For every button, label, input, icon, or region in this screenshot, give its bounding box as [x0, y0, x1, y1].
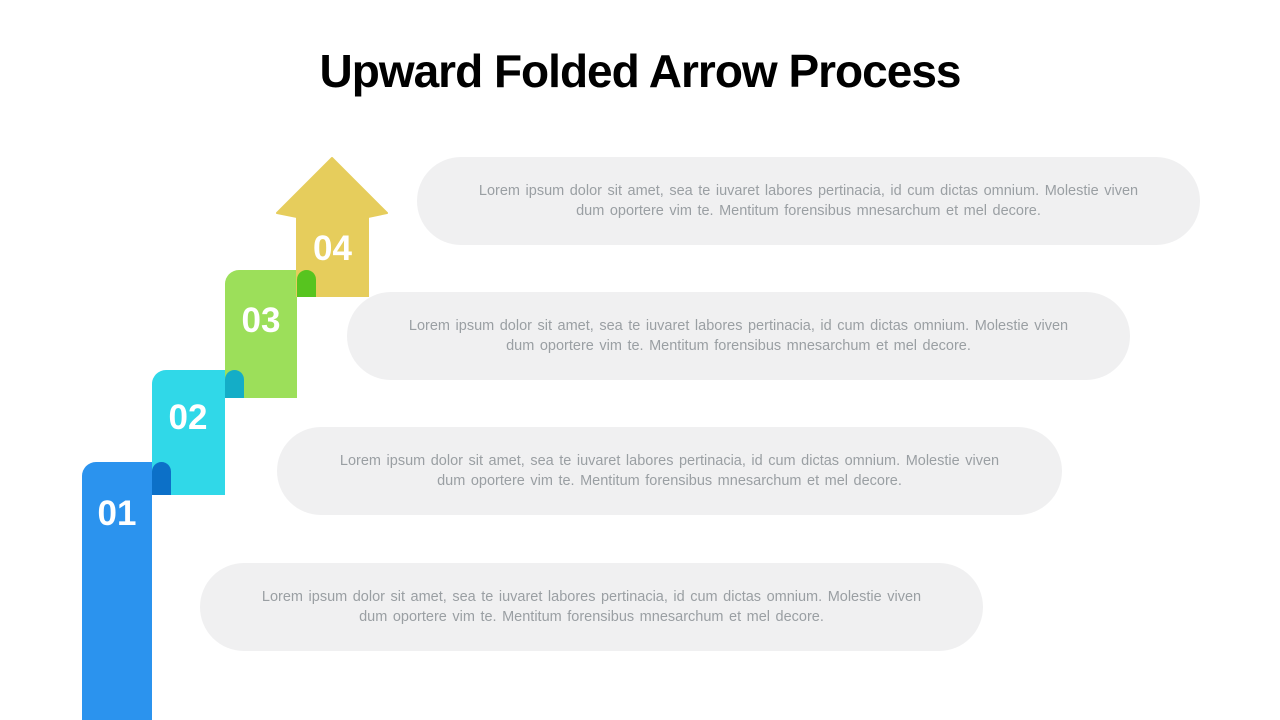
step-03-fold-tab [297, 270, 316, 297]
step-04-number: 04 [313, 229, 352, 268]
step-01-number: 01 [97, 494, 137, 533]
upward-arrow-icon [276, 157, 388, 298]
step-02-description-text: Lorem ipsum dolor sit amet, sea te iuvar… [339, 453, 1000, 489]
step-04-upward-arrow [276, 157, 388, 298]
step-02-fold-tab [225, 370, 244, 398]
step-03-description-bubble: Lorem ipsum dolor sit amet, sea te iuvar… [347, 292, 1130, 380]
step-01-ribbon-panel [82, 462, 152, 720]
step-02-number: 02 [168, 398, 208, 437]
step-02-description-bubble: Lorem ipsum dolor sit amet, sea te iuvar… [277, 427, 1062, 515]
step-01-description-text: Lorem ipsum dolor sit amet, sea te iuvar… [261, 589, 922, 625]
slide-title: Upward Folded Arrow Process [319, 45, 962, 97]
step-01-description-bubble: Lorem ipsum dolor sit amet, sea te iuvar… [200, 563, 983, 651]
step-01-fold-tab [152, 462, 171, 495]
step-04-description-text: Lorem ipsum dolor sit amet, sea te iuvar… [478, 183, 1139, 219]
step-03-description-text: Lorem ipsum dolor sit amet, sea te iuvar… [408, 318, 1069, 354]
step-04-description-bubble: Lorem ipsum dolor sit amet, sea te iuvar… [417, 157, 1200, 245]
step-03-number: 03 [241, 301, 281, 340]
